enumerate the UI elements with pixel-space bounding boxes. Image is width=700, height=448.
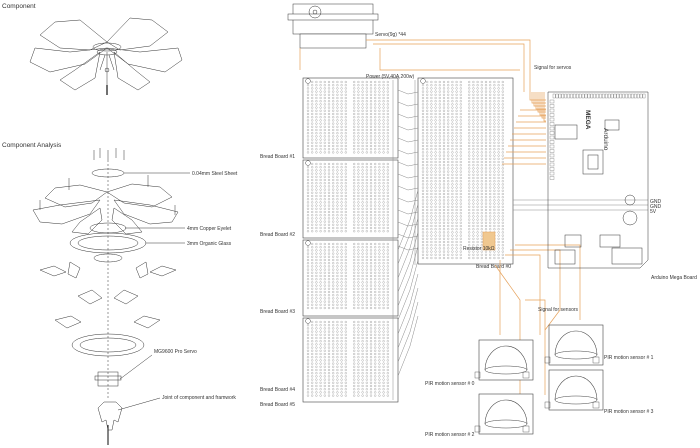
board-label-1: Bread Board #1 (260, 154, 295, 160)
board-label-0: Bread Board #0 (476, 264, 511, 270)
resistor-label: Resistor 10kΩ (463, 246, 495, 252)
signal-sensors-label: Signal for sensors (538, 307, 579, 313)
pir-sensor-2 (474, 393, 534, 435)
wiring (299, 39, 648, 400)
board-label-5: Bread Board #5 (260, 402, 295, 408)
pin-gnd-2: GND (650, 204, 662, 210)
label-servo: MG9600 Pro Servo (154, 349, 197, 355)
label-joint: Joint of component and framwork (162, 395, 236, 401)
pir-sensor-1 (544, 324, 604, 366)
pin-5v: 5V (650, 209, 657, 215)
assembled-component-drawing (29, 17, 183, 95)
power-label: Power (5V,40A,200w) (366, 74, 415, 80)
sensor-label-0: PIR motion sensor # 0 (425, 381, 475, 387)
arduino-board (547, 91, 649, 269)
heading-analysis: Component Analysis (2, 142, 62, 149)
pir-sensors (474, 324, 604, 435)
board-label-2: Bread Board #2 (260, 232, 295, 238)
sensor-label-1: PIR motion sensor # 1 (604, 355, 654, 361)
arduino-model: MEGA (584, 110, 591, 130)
exploded-component-drawing (32, 148, 179, 445)
label-copper-eyelet: 4mm Copper Eyelet (187, 226, 232, 232)
sensor-label-3: PIR motion sensor # 3 (604, 409, 654, 415)
board-label-4: Bread Board #4 (260, 387, 295, 393)
breadboard-4 (302, 317, 399, 403)
servo-drawing (287, 3, 379, 49)
heading-component: Component (2, 3, 36, 10)
arduino-label: Arduino Mega Board (651, 275, 697, 281)
part-leaders (117, 172, 190, 411)
pir-sensor-0 (474, 339, 534, 381)
servo-label: Servo(9g) *44 (375, 32, 406, 38)
breadboard-1 (302, 77, 399, 159)
label-steel-sheet: 0.04mm Steel Sheet (192, 171, 238, 177)
board-label-3: Bread Board #3 (260, 309, 295, 315)
arduino-brand: Arduino (602, 128, 609, 151)
sensor-label-2: PIR motion sensor # 2 (425, 432, 475, 438)
pin-gnd-1: GND (650, 199, 662, 205)
breadboard-3 (302, 239, 399, 317)
breadboard-2 (302, 159, 399, 239)
breadboard-0 (417, 77, 514, 265)
signal-servos-label: Signal for servos (534, 65, 572, 71)
breadboards (302, 77, 514, 403)
label-organic-glass: 3mm Organic Glass (187, 241, 232, 247)
pir-sensor-3 (544, 369, 604, 411)
